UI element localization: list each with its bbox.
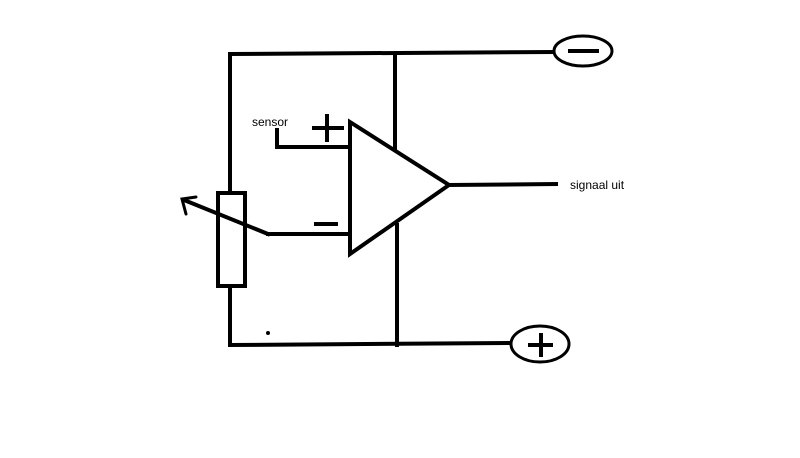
output-wire: [446, 181, 559, 188]
top-rail: [227, 49, 556, 57]
plus-input-sign: [312, 114, 344, 142]
sensor-label: sensor: [252, 115, 288, 129]
resistor-body: [216, 191, 247, 288]
wiper-arrow-head: [180, 195, 198, 216]
minus-circle-icon: [552, 34, 614, 68]
bottom-rail: [227, 340, 513, 348]
output-label: signaal uit: [570, 178, 625, 192]
stray-dot: [266, 331, 270, 335]
plus-circle-icon: [509, 324, 571, 364]
wiper-arrow-line: [181, 197, 271, 237]
non-inverting-input-wire: [275, 128, 352, 149]
potentiometer: [180, 191, 271, 288]
opamp-triangle: [348, 118, 453, 258]
opamp-supply-wires: [393, 52, 399, 347]
